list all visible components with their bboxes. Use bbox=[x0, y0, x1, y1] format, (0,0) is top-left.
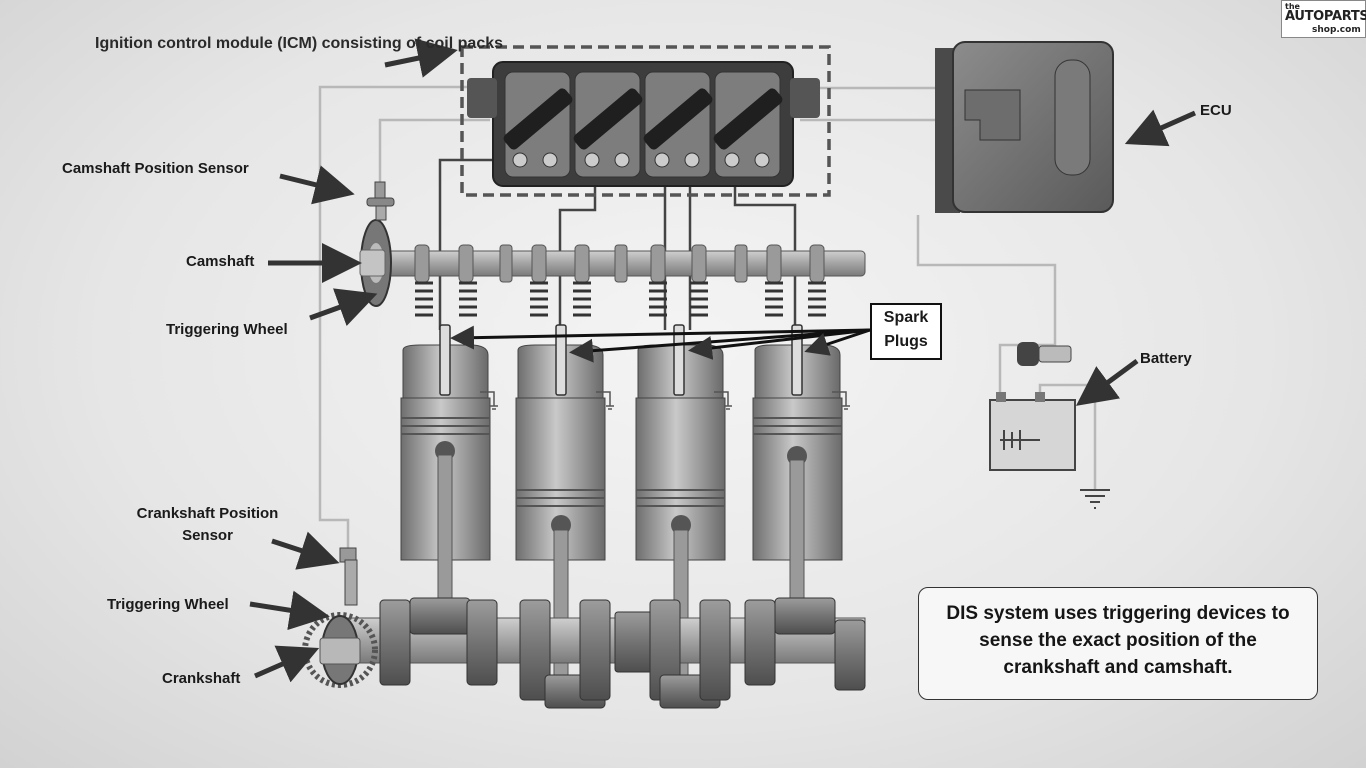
ecu-label: ECU bbox=[1200, 102, 1232, 119]
dis-explanation-note: DIS system uses triggering devices to se… bbox=[918, 587, 1318, 700]
battery-unit bbox=[989, 392, 1110, 509]
camshaft-assembly bbox=[359, 219, 866, 307]
crankshaft-assembly bbox=[302, 597, 866, 709]
crank-position-sensor bbox=[339, 547, 358, 606]
camshaft-label: Camshaft bbox=[186, 253, 255, 270]
cam-position-sensor bbox=[366, 181, 395, 221]
logo-line-2: AUTOPARTS bbox=[1285, 9, 1366, 24]
icm-label: Ignition control module (ICM) consisting… bbox=[95, 35, 504, 52]
valve-springs bbox=[415, 281, 826, 317]
spark-plug-pointers bbox=[450, 325, 871, 363]
crankshaft-label: Crankshaft bbox=[162, 670, 241, 687]
autopartsshop-logo: the AUTOPARTS shop.com bbox=[1281, 0, 1366, 38]
cam-triggering-wheel-label: Triggering Wheel bbox=[166, 321, 288, 338]
crank-triggering-wheel-label: Triggering Wheel bbox=[107, 596, 229, 613]
ignition-switch bbox=[1017, 342, 1072, 366]
battery-label: Battery bbox=[1140, 350, 1192, 367]
spark-plugs-label: Spark Plugs bbox=[870, 303, 942, 360]
signal-wires bbox=[318, 85, 1097, 548]
label-arrows bbox=[249, 38, 1197, 683]
ignition-control-module bbox=[467, 61, 820, 187]
logo-line-3: shop.com bbox=[1312, 25, 1361, 35]
icm-dashed-outline bbox=[460, 45, 831, 197]
camshaft-position-sensor-label: Camshaft Position Sensor bbox=[62, 160, 249, 177]
spark-plugs bbox=[439, 324, 850, 410]
crankshaft-position-sensor-label: Crankshaft Position Sensor bbox=[136, 505, 279, 544]
logo-line-1: the bbox=[1285, 2, 1300, 11]
ecu-unit bbox=[935, 41, 1114, 213]
